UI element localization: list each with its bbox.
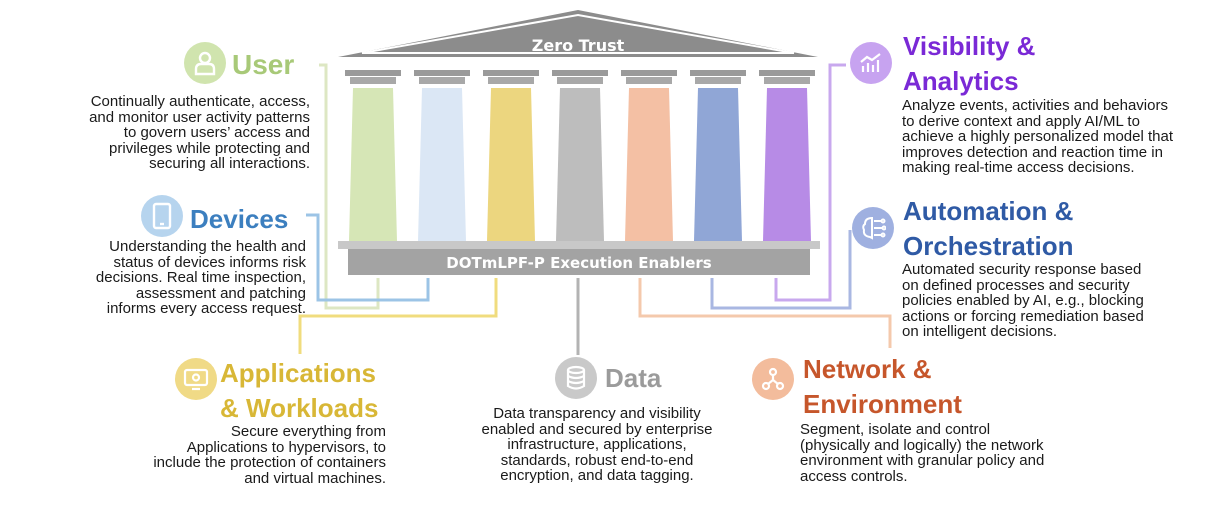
applications-label: Applications& Workloads (220, 358, 379, 423)
database-icon (555, 357, 597, 399)
connector-visibility (774, 63, 846, 302)
roof (338, 10, 818, 57)
automation-label: Automation &Orchestration (903, 196, 1074, 261)
column-shaft (349, 88, 397, 241)
network-label: Network &Environment (803, 354, 962, 419)
analytics-chart-icon (850, 42, 892, 84)
column-capital-lower (350, 77, 396, 84)
base (348, 249, 810, 275)
column-capital (414, 70, 470, 76)
columns (345, 70, 815, 241)
tablet-icon (141, 195, 183, 237)
column-capital-lower (695, 77, 741, 84)
column-shaft (418, 88, 466, 241)
devices-label: Devices (190, 204, 289, 234)
user-label: User (232, 49, 295, 80)
visibility-description: Analyze events, activities and behaviors… (902, 97, 1174, 176)
connector-automation (710, 230, 852, 310)
user-icon (184, 42, 226, 84)
connector-applications (298, 278, 498, 354)
user-description: Continually authenticate, access,and mon… (89, 93, 310, 172)
column-capital-lower (488, 77, 534, 84)
column-capital-lower (419, 77, 465, 84)
roof-inner (361, 13, 795, 54)
connector-network (638, 278, 892, 348)
base-title: DOTmLPF-P Execution Enablers (446, 254, 712, 272)
base-top-step (338, 241, 820, 249)
column-shaft (487, 88, 535, 241)
column-capital (621, 70, 677, 76)
visibility-label: Visibility &Analytics (903, 31, 1036, 96)
data-label: Data (605, 363, 662, 393)
column-capital (759, 70, 815, 76)
column-shaft (556, 88, 604, 241)
column-shaft (763, 88, 811, 241)
application-window-icon (175, 358, 217, 400)
column-capital-lower (626, 77, 672, 84)
column-capital-lower (557, 77, 603, 84)
column-capital-lower (764, 77, 810, 84)
column-shaft (625, 88, 673, 241)
connector-devices (306, 213, 430, 302)
connector-lines (298, 63, 892, 355)
column-capital (345, 70, 401, 76)
ai-brain-icon (852, 207, 894, 249)
column-capital (690, 70, 746, 76)
connector-user (319, 63, 380, 310)
roof-title: Zero Trust (532, 36, 625, 55)
network-description: Segment, isolate and control(physically … (800, 421, 1045, 485)
column-shaft (694, 88, 742, 241)
column-capital (552, 70, 608, 76)
column-capital (483, 70, 539, 76)
network-nodes-icon (752, 358, 794, 400)
